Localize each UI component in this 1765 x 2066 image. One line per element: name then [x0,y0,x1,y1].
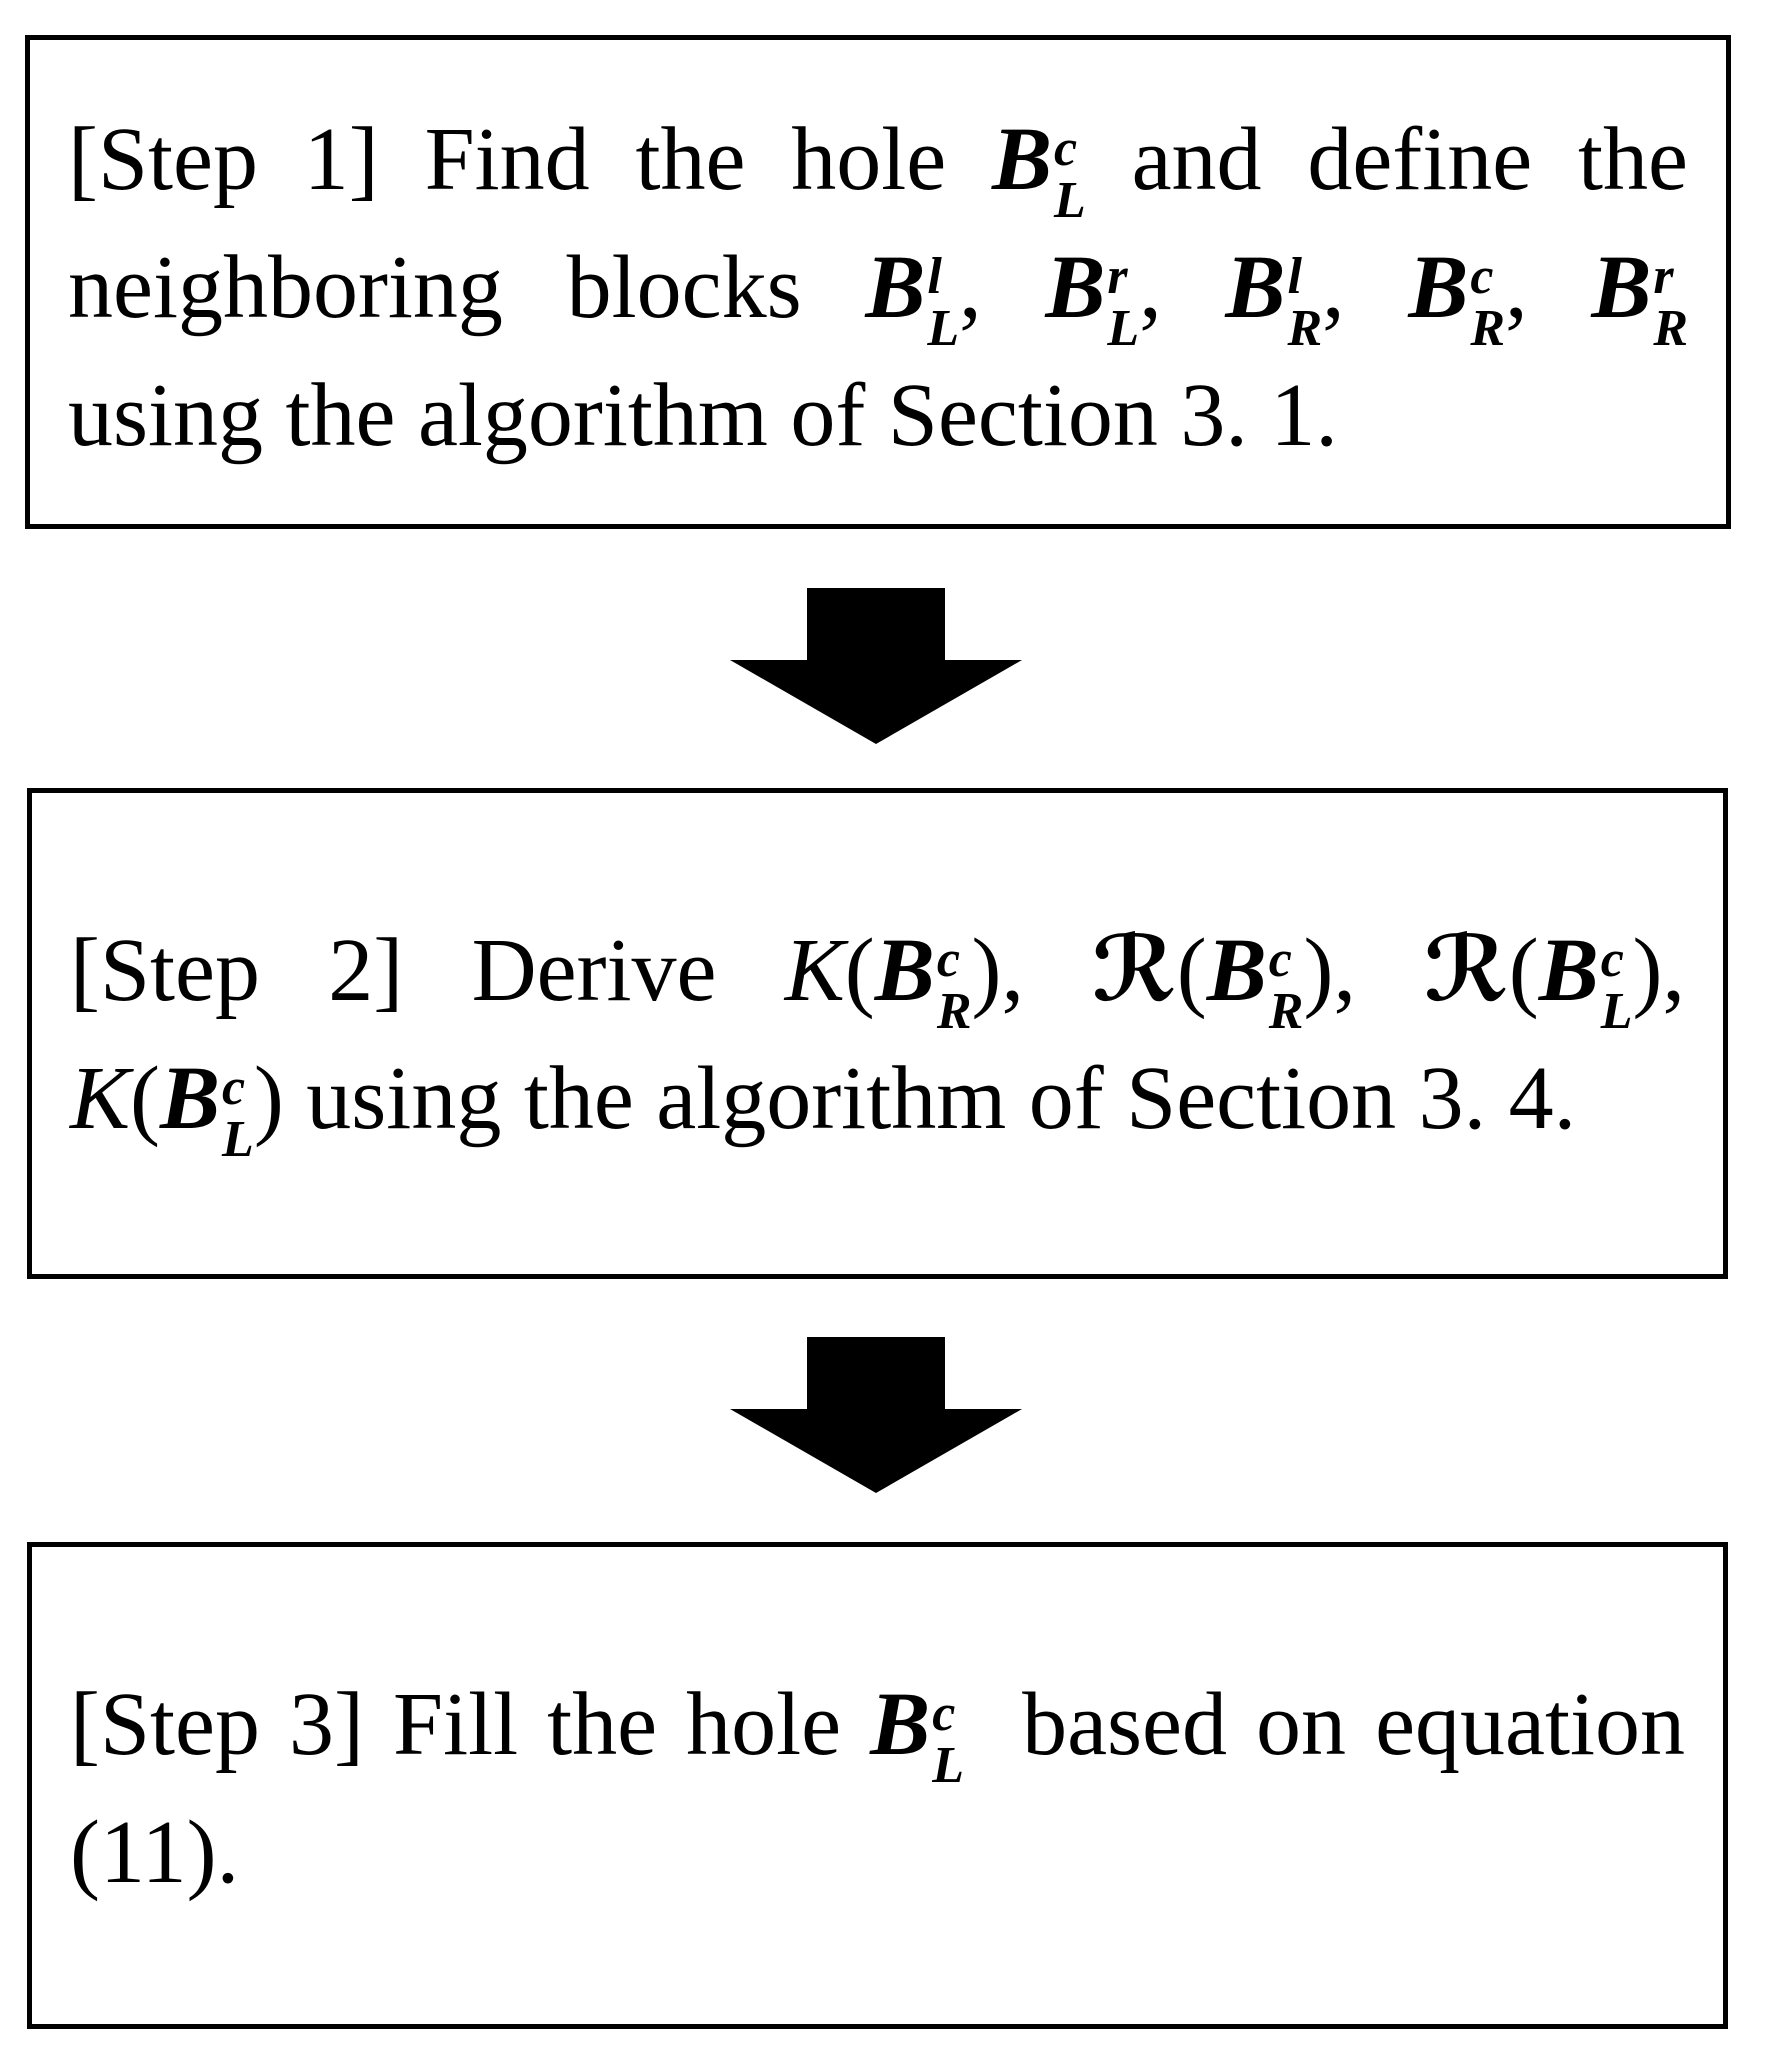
text-run: neighboring blocks [68,238,866,337]
text-run: ( [844,921,875,1020]
text-run: ), [971,921,1093,1020]
down-arrow-icon [730,588,1022,744]
math-subscript: L [1054,172,1086,229]
math-script-var: ℛ [1092,917,1177,1022]
math-superscript: l [927,248,942,305]
text-run: , [1505,238,1592,337]
text-run: , [1322,238,1409,337]
text-run: ), [1632,921,1685,1020]
math-subscript: R [1470,300,1506,357]
text-run: (11). [70,1802,240,1902]
math-subscript: R [1653,300,1689,357]
math-subscript: R [1268,983,1304,1040]
math-subscript: R [936,983,972,1040]
text-run: , [959,238,1046,337]
text-run: [Step 3] Fill the hole [70,1674,871,1774]
math-superscript: c [1054,120,1078,177]
math-base: B [1225,238,1286,337]
text-run: using the algorithm of Section 3. 1. [68,366,1338,465]
math-superscript: c [1470,248,1494,305]
math-subscript: L [1107,300,1140,357]
math-superscript: c [1600,931,1624,988]
text-run: [Step 2] Derive [70,921,785,1020]
math-subscript: L [932,1736,964,1794]
text-run: ), [1303,921,1425,1020]
math-base: B [870,1674,931,1774]
text-line: using the algorithm of Section 3. 1. [68,355,1688,477]
math-italic-var: K [70,1049,131,1148]
math-superscript: c [1268,931,1292,988]
math-subscript: L [222,1111,254,1168]
math-base: B [1045,238,1106,337]
math-superscript: c [936,931,960,988]
text-run: and define the [1085,110,1688,209]
text-run: [Step 1] Find the hole [68,110,992,209]
math-base: B [1408,238,1469,337]
text-run: , [1139,238,1226,337]
math-base: B [1206,921,1267,1020]
math-superscript: r [1653,248,1674,305]
math-superscript: r [1107,248,1128,305]
text-run: ) using the algorithm of Section 3. 4. [253,1049,1577,1148]
text-run: ( [130,1049,161,1148]
down-arrow-icon [730,1337,1022,1493]
math-base: B [874,921,935,1020]
math-superscript: l [1287,248,1302,305]
math-subscript: L [1600,983,1633,1040]
math-subscript: L [927,300,960,357]
math-superscript: c [932,1684,956,1742]
text-run: based on equation [963,1674,1685,1774]
math-base: B [991,110,1053,209]
math-base: B [160,1049,221,1148]
math-base: B [865,238,926,337]
math-base: B [1591,238,1652,337]
math-subscript: R [1287,300,1323,357]
text-line: (11). [70,1792,1685,1914]
text-run: ( [1176,921,1207,1020]
math-base: B [1538,921,1599,1020]
math-superscript: c [222,1059,246,1116]
text-run: ( [1508,921,1539,1020]
math-italic-var: K [784,921,845,1020]
math-script-var: ℛ [1424,917,1509,1022]
